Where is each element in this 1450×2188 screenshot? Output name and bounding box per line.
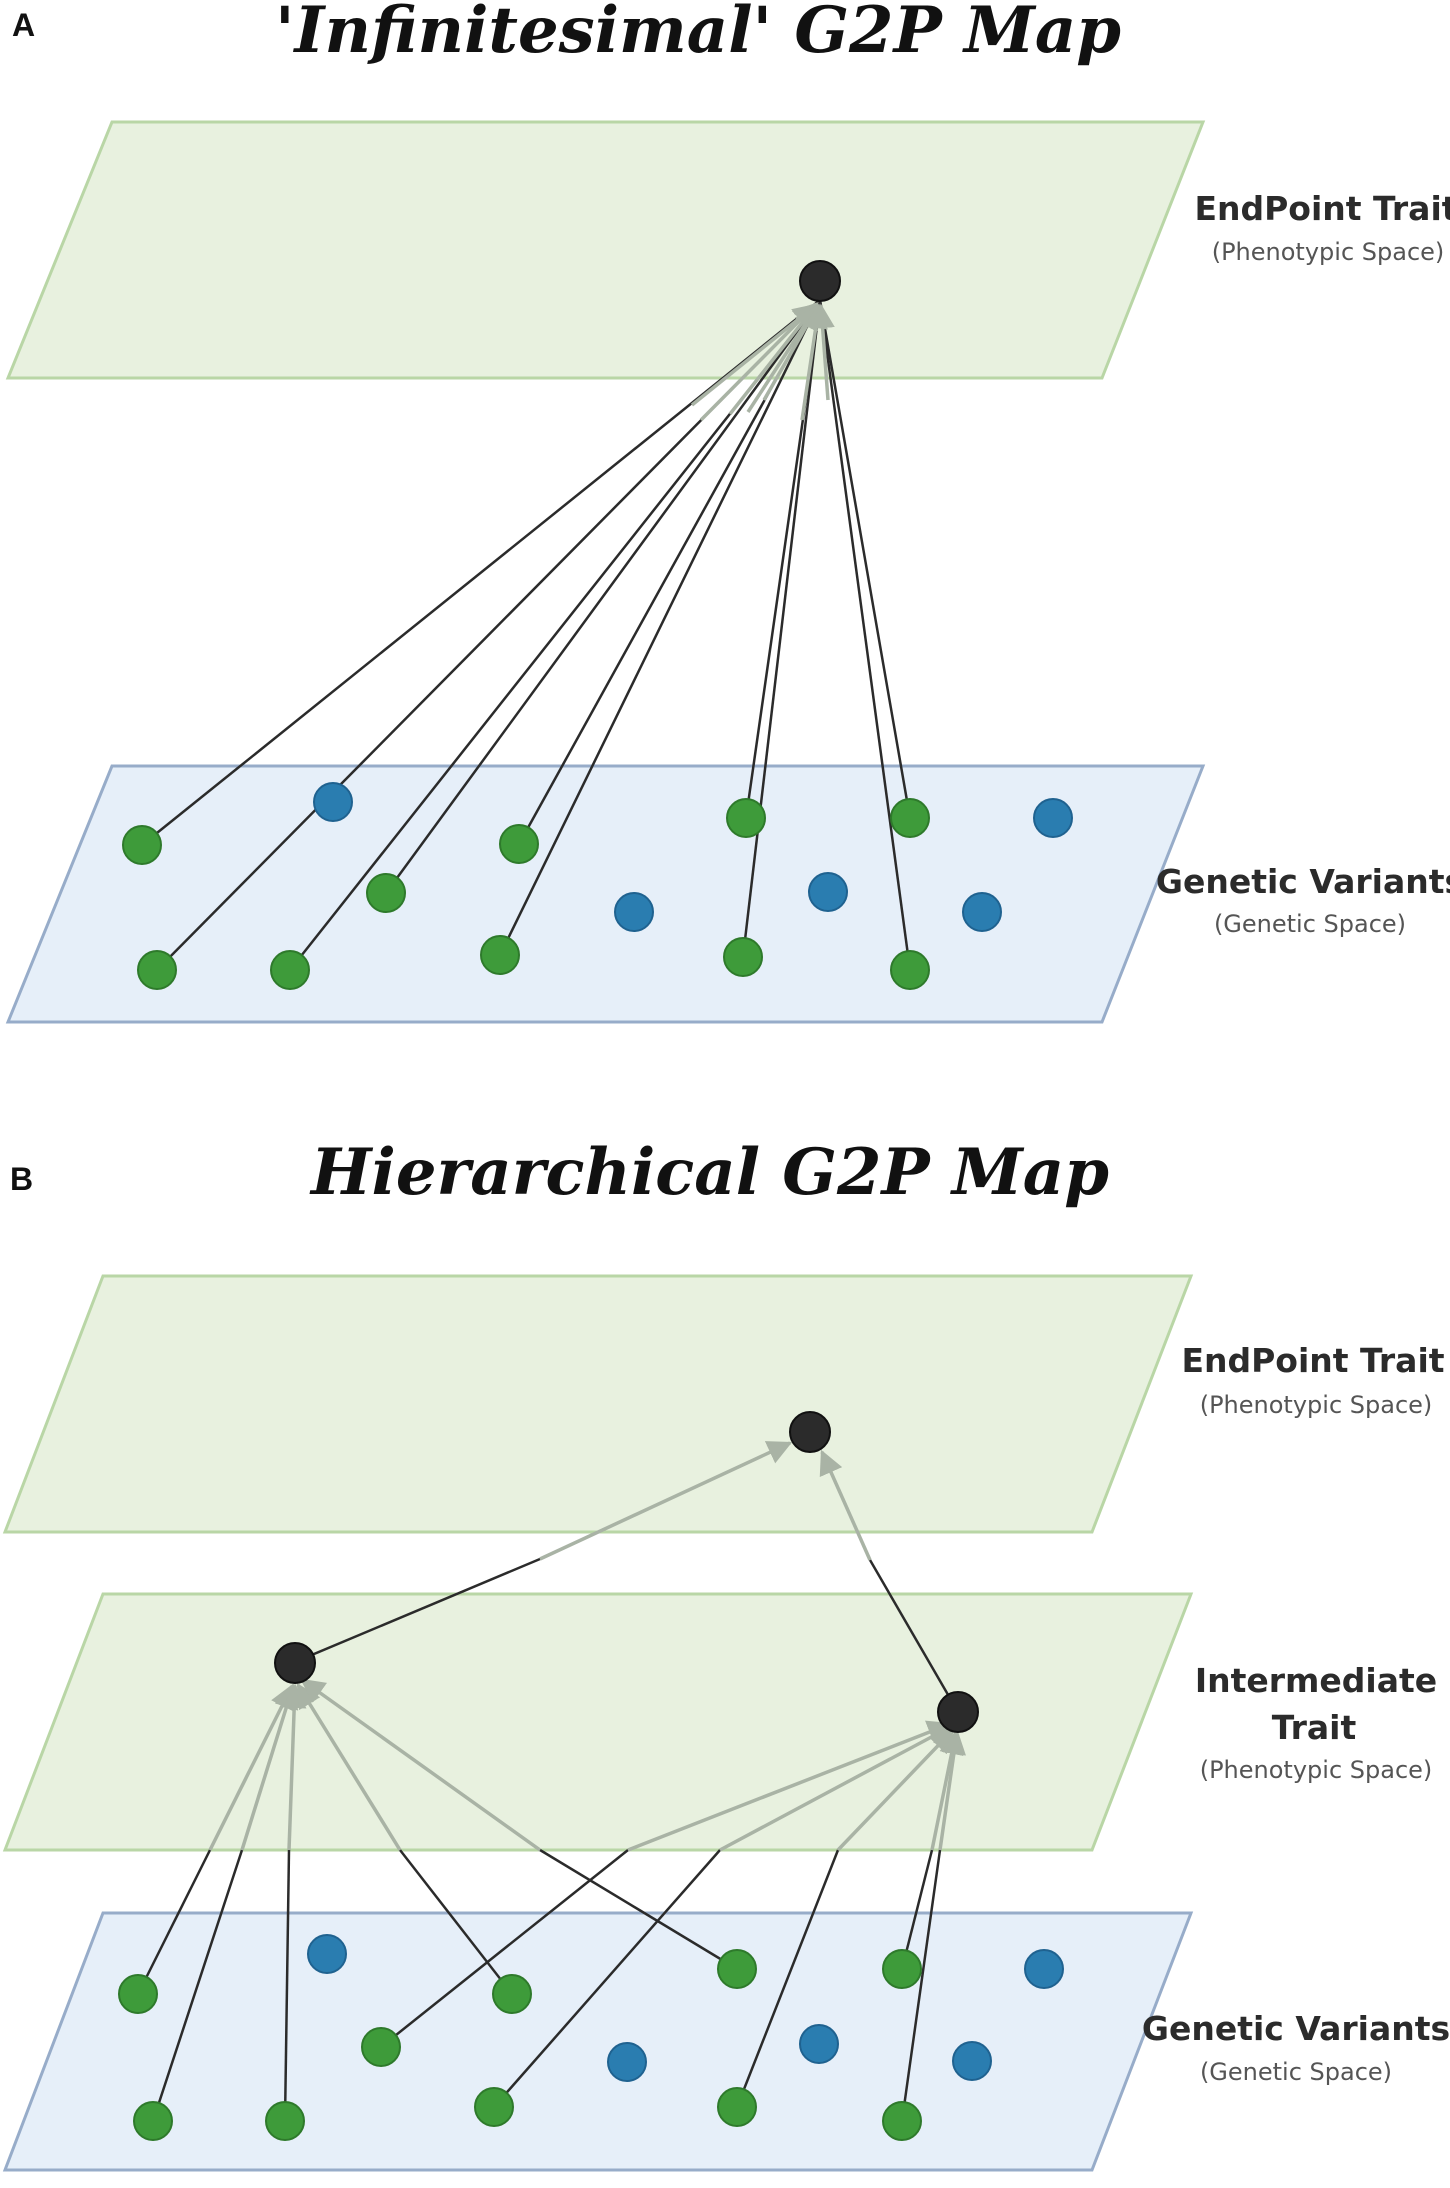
edge [384,299,822,894]
panel-a-letter: A [12,7,35,43]
variant-node-green [890,798,930,838]
variant-node-blue [313,782,353,822]
edge-arrow [938,1729,966,1851]
edge [741,299,822,958]
panel-a-genetic-plane [5,764,1206,1024]
panel-a-genetic-subtitle: (Genetic Space) [1214,910,1406,938]
panel-b-intermediate-plane [2,1592,1194,1852]
edge [399,1849,513,1995]
variant-node-blue [962,892,1002,932]
panel-b-left-edges [136,1678,738,2122]
edge [868,1559,960,1713]
panel-a-variants [122,782,1073,990]
edge [294,1557,541,1664]
edge-arrow [627,1720,953,1852]
edge [498,299,822,956]
variant-node-blue [952,2041,992,2081]
variant-node-green [890,950,930,990]
panel-b-intermediate-node-1 [274,1642,316,1684]
variant-node-green [882,2101,922,2141]
edge-arrow [296,1682,402,1851]
panel-b-title: Hierarchical G2P Map [309,1135,1109,1210]
edge [380,1849,629,2048]
variant-node-green [717,2087,757,2127]
panel-b-endpoint-node [789,1411,831,1453]
panel-b-top-edges [294,1441,960,1713]
edge-arrow [300,1678,542,1852]
variant-node-blue [614,892,654,932]
edge-arrow [208,1683,294,1851]
panel-a-endpoint-plane [5,120,1206,380]
panel-b-variants [118,1934,1064,2141]
panel-a-arrowheads [690,302,835,422]
panel-b-genetic-plane [2,1911,1194,2172]
variant-node-green [133,2101,173,2141]
edge [539,1848,738,1971]
edge-arrow [719,1724,955,1852]
panel-b-intermediate-title-line1: Intermediate [1195,1661,1437,1700]
panel-b-endpoint-plane [2,1274,1194,1534]
panel-a-genetic-title: Genetic Variants [1156,862,1450,901]
panel-b-intermediate-title-line2: Trait [1272,1708,1357,1747]
panel-b-endpoint-title: EndPoint Trait [1181,1341,1444,1380]
panel-b-genetic-title: Genetic Variants [1142,2009,1450,2048]
variant-node-green [270,950,310,990]
panel-a-endpoint-title: EndPoint Trait [1194,189,1450,228]
variant-node-green [723,937,763,977]
panel-b: B Hierarchical G2P Map EndPoint Trait (P… [2,1135,1450,2172]
variant-node-blue [808,872,848,912]
variant-node-green [726,798,766,838]
panel-b-intermediate-node-2 [937,1691,979,1733]
variant-node-blue [607,2042,647,2082]
edge [818,299,912,819]
edge [493,1849,721,2108]
panel-b-genetic-subtitle: (Genetic Space) [1200,2058,1392,2086]
edge [900,1849,934,1970]
edge [283,1849,291,2122]
edge-arrow [819,1449,872,1561]
edge [735,1849,840,2108]
panel-b-intermediate-subtitle: (Phenotypic Space) [1200,1756,1433,1784]
variant-node-green [499,824,539,864]
variant-node-green [137,950,177,990]
variant-node-blue [307,1934,347,1974]
edge-arrow [539,1441,793,1561]
panel-a-endpoint-subtitle: (Phenotypic Space) [1212,238,1445,266]
variant-node-green [122,825,162,865]
variant-node-green [480,935,520,975]
variant-node-green [474,2087,514,2127]
edge-arrow [836,1728,955,1852]
edge [900,1849,942,2122]
panel-a: A 'Infinitesimal' G2P Map EndPoint Trait… [5,0,1450,1024]
edge-arrow [281,1683,307,1851]
variant-node-green [492,1974,532,2014]
variant-node-green [361,2027,401,2067]
variant-node-green [717,1949,757,1989]
panel-a-title: 'Infinitesimal' G2P Map [275,0,1121,68]
variant-node-green [882,1949,922,1989]
variant-node-green [265,2101,305,2141]
edge-arrow [810,303,835,401]
edge [818,299,912,971]
variant-node-blue [1024,1949,1064,1989]
panel-a-endpoint-node [799,260,841,302]
variant-node-blue [799,2024,839,2064]
variant-node-green [366,873,406,913]
variant-node-blue [1033,798,1073,838]
panel-b-endpoint-subtitle: (Phenotypic Space) [1200,1391,1433,1419]
edge-arrow [240,1683,299,1851]
panel-b-letter: B [10,1161,33,1197]
edge [136,1849,212,1995]
edge [151,1849,244,2122]
panel-b-right-edges [380,1720,966,2122]
variant-node-green [118,1974,158,2014]
